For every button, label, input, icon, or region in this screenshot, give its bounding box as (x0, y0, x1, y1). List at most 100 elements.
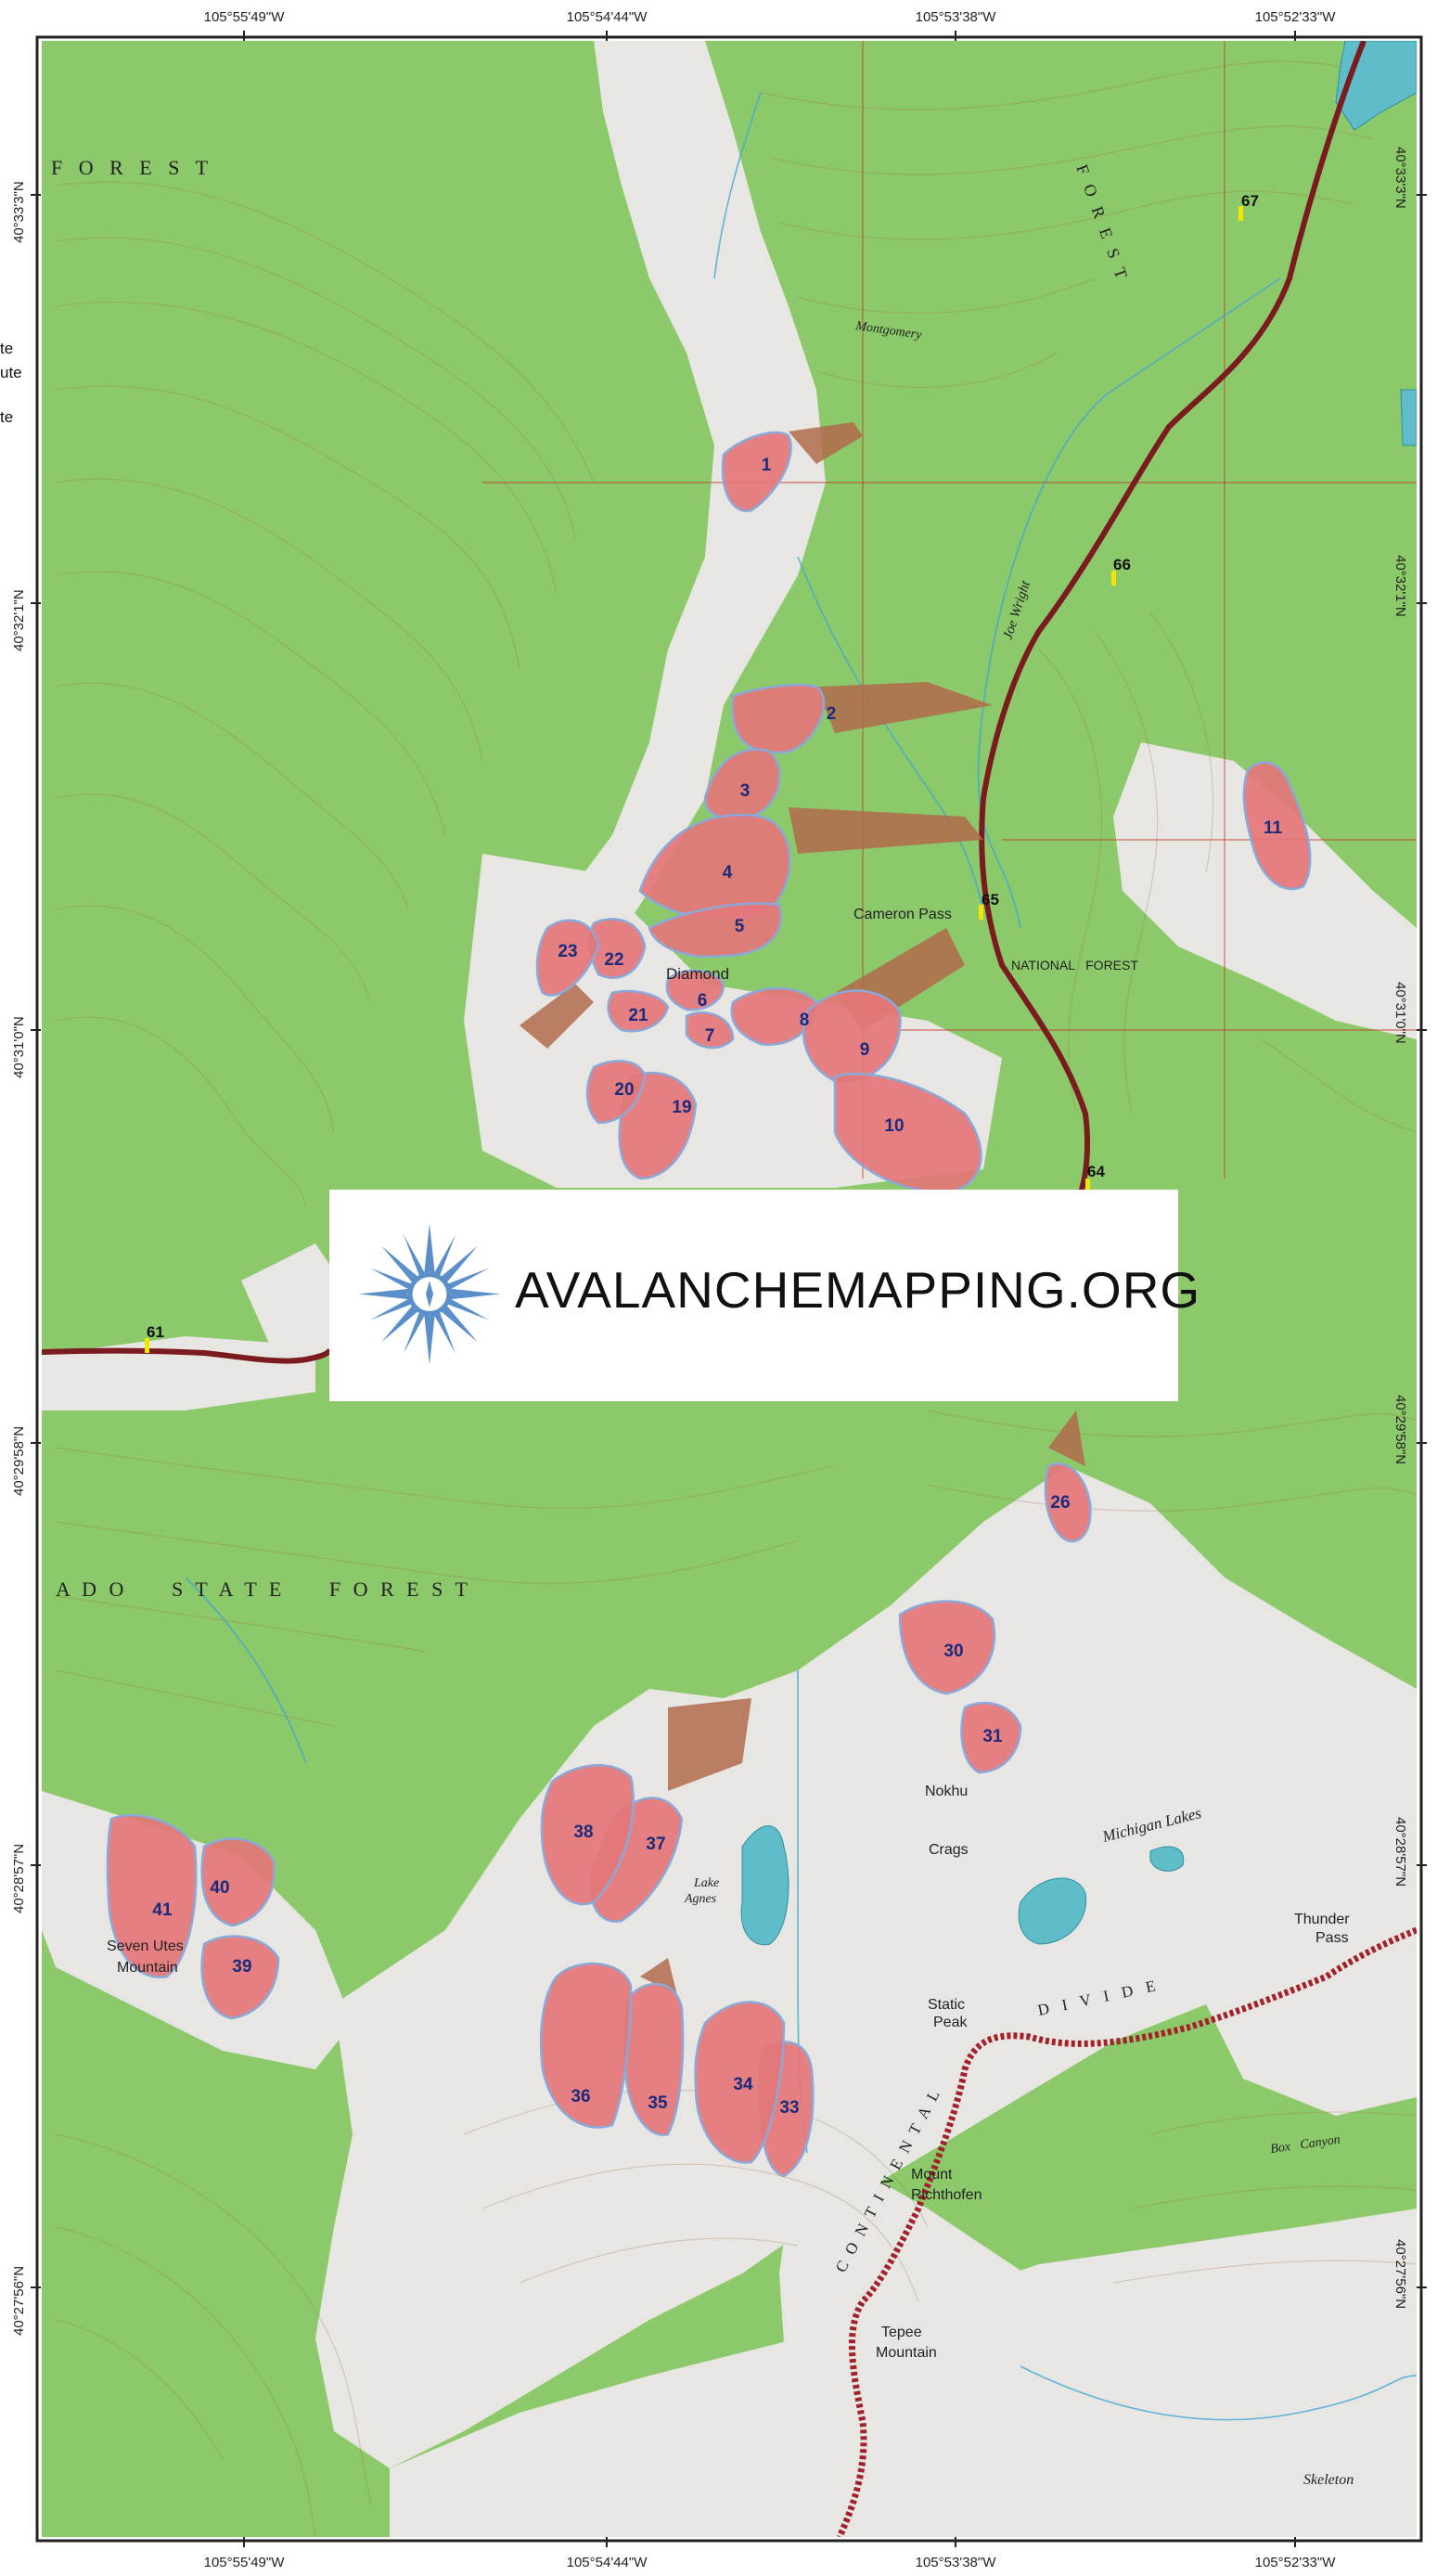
longitude-label-top: 105°55'49"W (203, 9, 285, 25)
place-static: Static (928, 1997, 965, 2013)
place-lake-agnes: Lake (693, 1876, 719, 1890)
longitude-label-bottom: 105°53'38"W (915, 2555, 996, 2570)
zone-label: 10 (884, 1116, 904, 1136)
longitude-label-bottom: 105°55'49"W (203, 2555, 285, 2570)
zone-1-shape (721, 431, 792, 512)
latitude-label-right: 40°27'56"N (1392, 2239, 1408, 2310)
michigan-lake (1018, 1877, 1087, 1945)
zone-39-shape (200, 1935, 280, 2020)
milepost-label: 66 (1113, 556, 1131, 573)
place-cameron-pass: Cameron Pass (853, 907, 952, 922)
zone-label: 40 (210, 1878, 229, 1898)
zone-20-shape (585, 1060, 647, 1125)
edge-legend-text: te (0, 408, 14, 426)
zone-label: 35 (648, 2093, 668, 2113)
zone-11-shape (1242, 761, 1312, 891)
place-seven-utes: Seven Utes (107, 1938, 184, 1954)
zone-label: 21 (628, 1006, 648, 1025)
zone-30-shape (898, 1600, 996, 1695)
zone-26-shape (1044, 1462, 1092, 1543)
milepost-label: 67 (1241, 192, 1259, 210)
lake-east (1400, 389, 1417, 446)
zone-10-shape (833, 1073, 982, 1194)
zone-7-shape (685, 1011, 735, 1050)
zone-21-shape (607, 989, 670, 1033)
zone-label: 33 (779, 2098, 799, 2118)
latitude-label-left: 40°29'58"N (11, 1425, 27, 1496)
zone-label: 36 (571, 2087, 590, 2106)
zone-label: 2 (827, 704, 837, 724)
place-thunder-pass-2: Pass (1315, 1930, 1349, 1946)
longitude-label-bottom: 105°52'33"W (1254, 2555, 1336, 2570)
streams (185, 92, 1417, 2421)
milepost-label: 65 (982, 891, 999, 908)
site-banner[interactable]: AVALANCHEMAPPING.ORG (329, 1190, 1200, 1401)
place-national-forest: NATIONAL FOREST (1011, 958, 1138, 972)
latitude-label-right: 40°33'3"N (1392, 147, 1408, 209)
edge-legend-text: te (0, 340, 14, 357)
place-forest-top: F O R E S T (51, 156, 213, 179)
latitude-label-left: 40°32'1"N (11, 589, 27, 651)
avalanche-zones (106, 422, 1312, 2178)
zone-31-shape (960, 1701, 1022, 1774)
zone-label: 22 (604, 950, 623, 970)
zone-label: 26 (1050, 1493, 1070, 1513)
banner-title: AVALANCHEMAPPING.ORG (515, 1261, 1201, 1319)
highway-14 (979, 41, 1367, 1193)
zone-36-shape (539, 1962, 633, 2129)
latitude-label-left: 40°27'56"N (11, 2265, 27, 2336)
place-lake-agnes-2: Agnes (684, 1892, 717, 1906)
lake-agnes (740, 1825, 789, 1946)
place-richthofen: Mount (911, 2167, 953, 2183)
place-state-forest: A D O S T A T E F O R E S T (56, 1578, 471, 1601)
zone-5-shape (648, 902, 783, 959)
edge-legend-text: ute (0, 364, 22, 381)
place-static-2: Peak (933, 2015, 968, 2030)
zone-label: 11 (1264, 818, 1283, 838)
place-diamond: Diamond (666, 965, 729, 983)
graticule-ticks (31, 31, 1427, 2547)
zone-label: 3 (740, 781, 751, 801)
zone-label: 9 (860, 1040, 870, 1060)
zone-label: 7 (705, 1026, 715, 1046)
mileposts: 61 64 65 66 67 (145, 192, 1259, 1353)
contour-lines (55, 60, 1417, 2537)
latitude-label-right: 40°31'0"N (1392, 982, 1408, 1044)
continental-divide (836, 1926, 1417, 2537)
milepost-label: 61 (147, 1323, 164, 1341)
zone-label: 23 (558, 942, 577, 961)
zone-6-shape (665, 969, 725, 1011)
zone-2-shape (731, 683, 826, 754)
longitude-label-top: 105°52'33"W (1254, 9, 1336, 25)
place-thunder-pass: Thunder (1294, 1912, 1350, 1927)
place-skeleton: Skeleton (1303, 2472, 1354, 2488)
zone-38-shape (540, 1764, 635, 1906)
zone-label: 5 (735, 917, 745, 936)
zone-9-shape (802, 989, 902, 1083)
place-nokhu: Nokhu (925, 1784, 968, 1799)
place-richthofen-2: Richthofen (911, 2187, 982, 2203)
zone-label: 4 (723, 863, 733, 882)
lake-small-2 (1149, 1846, 1185, 1872)
place-tepee-2: Mountain (876, 2345, 937, 2361)
zone-label: 6 (698, 991, 708, 1011)
latitude-label-right: 40°32'1"N (1392, 555, 1408, 617)
zone-label: 41 (152, 1900, 173, 1920)
longitude-label-top: 105°53'38"W (915, 9, 996, 25)
zone-label: 38 (573, 1823, 593, 1842)
zone-label: 1 (762, 456, 772, 475)
zone-23-shape (535, 919, 600, 997)
longitude-label-top: 105°54'44"W (566, 9, 648, 25)
place-tepee: Tepee (881, 2325, 922, 2340)
milepost-label: 64 (1087, 1163, 1105, 1180)
zone-19-shape (618, 1072, 698, 1180)
zone-label: 30 (943, 1642, 963, 1661)
zone-labels: 1 2 3 4 5 6 7 8 9 10 11 19 20 21 22 23 2… (152, 456, 1282, 2118)
zone-label: 39 (232, 1957, 251, 1977)
map-body: 1 2 3 4 5 6 7 8 9 10 11 19 20 21 22 23 2… (42, 41, 1417, 2537)
alpine-terrain (42, 41, 1417, 2537)
latitude-label-left: 40°31'0"N (11, 1016, 27, 1078)
zone-label: 20 (614, 1080, 634, 1100)
place-seven-utes-2: Mountain (117, 1960, 178, 1976)
